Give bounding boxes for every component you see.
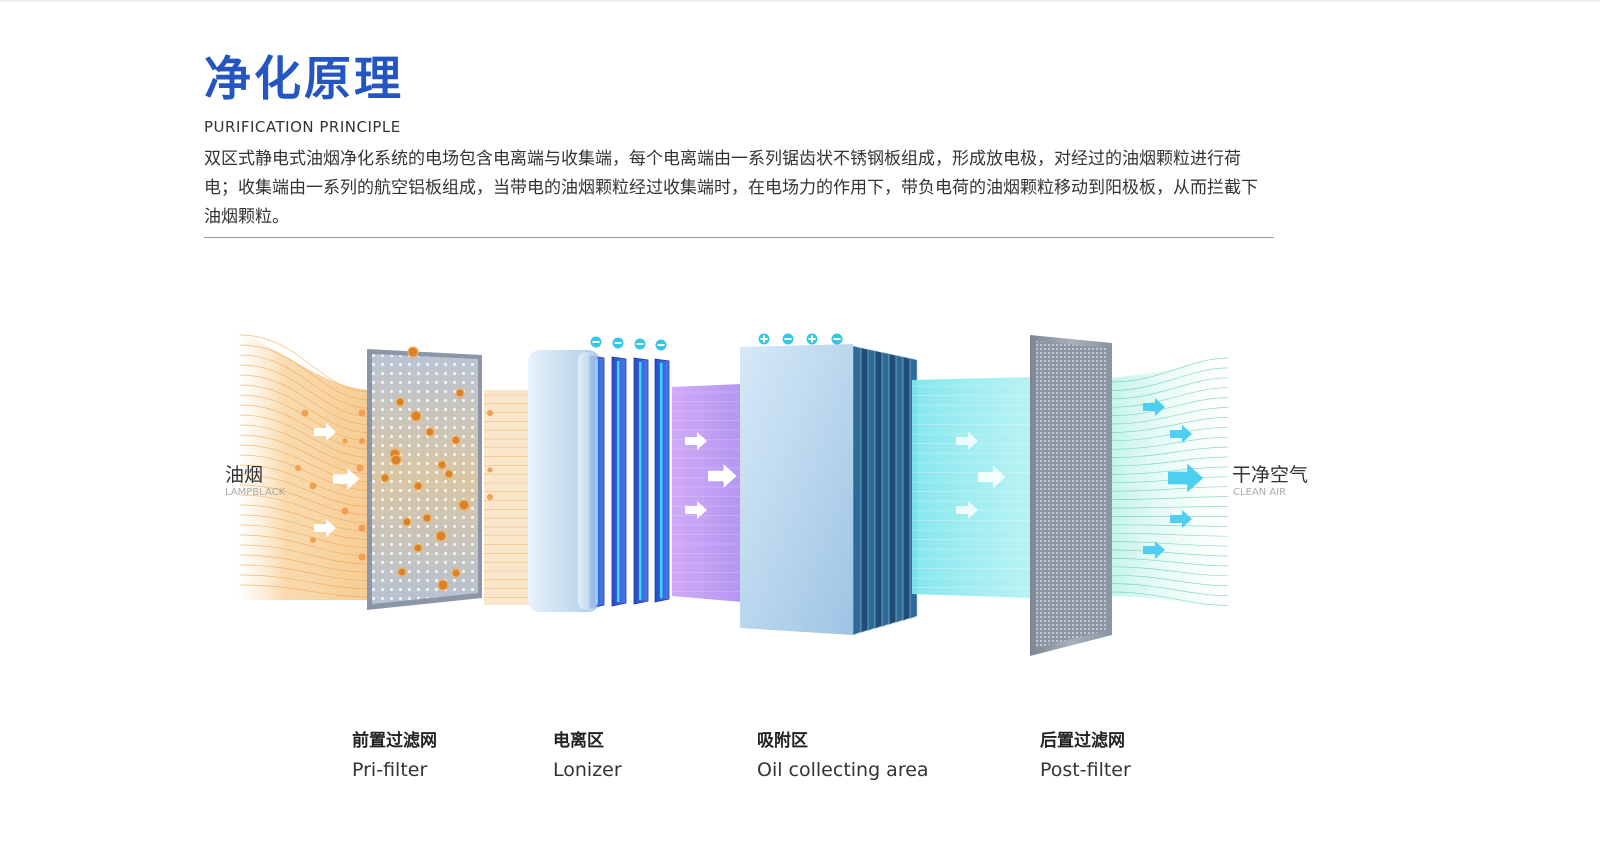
minus-charge-icon <box>782 333 794 345</box>
page-title: 净化原理 <box>204 52 404 107</box>
minus-charge-icon <box>634 338 646 350</box>
charged-airflow <box>672 384 742 602</box>
minus-charge-icon <box>831 333 843 345</box>
section-divider <box>204 237 1274 238</box>
stage-ionizer: 电离区 Lonizer <box>553 730 622 781</box>
minus-charge-icon <box>590 336 602 348</box>
stage-name-cn: 前置过滤网 <box>352 731 437 751</box>
stage-name-cn: 电离区 <box>553 731 604 751</box>
stage-name-en: Pri-filter <box>352 759 428 781</box>
stage-name-cn: 后置过滤网 <box>1040 731 1125 751</box>
ionizer-module <box>528 350 670 612</box>
minus-charge-icon <box>655 339 667 351</box>
output-label-en: CLEAN AIR <box>1233 487 1287 498</box>
stage-name-cn: 吸附区 <box>757 731 808 751</box>
input-label-en: LAMPBLACK <box>225 487 286 498</box>
stage-name-en: Lonizer <box>553 759 622 781</box>
minus-charge-icon <box>612 337 624 349</box>
post-filter-panel <box>1030 335 1112 656</box>
top-divider <box>0 0 1600 2</box>
stage-name-en: Oil collecting area <box>757 759 929 781</box>
cleaned-airflow <box>912 377 1032 598</box>
page-subtitle: PURIFICATION PRINCIPLE <box>204 118 401 136</box>
stage-post-filter: 后置过滤网 Post-filter <box>1040 730 1131 781</box>
plus-charge-icon <box>806 333 818 345</box>
ionizer-charges <box>590 336 667 351</box>
smoke-particles-left <box>295 409 366 561</box>
output-label: 干净空气 <box>1232 464 1309 486</box>
collector-charges <box>758 333 843 345</box>
pri-filter-panel <box>367 346 482 610</box>
input-label: 油烟 <box>225 464 264 486</box>
purification-diagram <box>235 330 1229 656</box>
description-text: 双区式静电式油烟净化系统的电场包含电离端与收集端，每个电离端由一系列锯齿状不锈钢… <box>204 149 1258 227</box>
lampblack-airflow-mid <box>484 390 530 605</box>
lampblack-airflow <box>235 330 375 600</box>
stage-pri-filter: 前置过滤网 Pri-filter <box>352 730 437 781</box>
stage-collector: 吸附区 Oil collecting area <box>757 730 929 781</box>
plus-charge-icon <box>758 333 770 345</box>
stage-name-en: Post-filter <box>1040 759 1131 781</box>
collector-module <box>740 344 918 636</box>
